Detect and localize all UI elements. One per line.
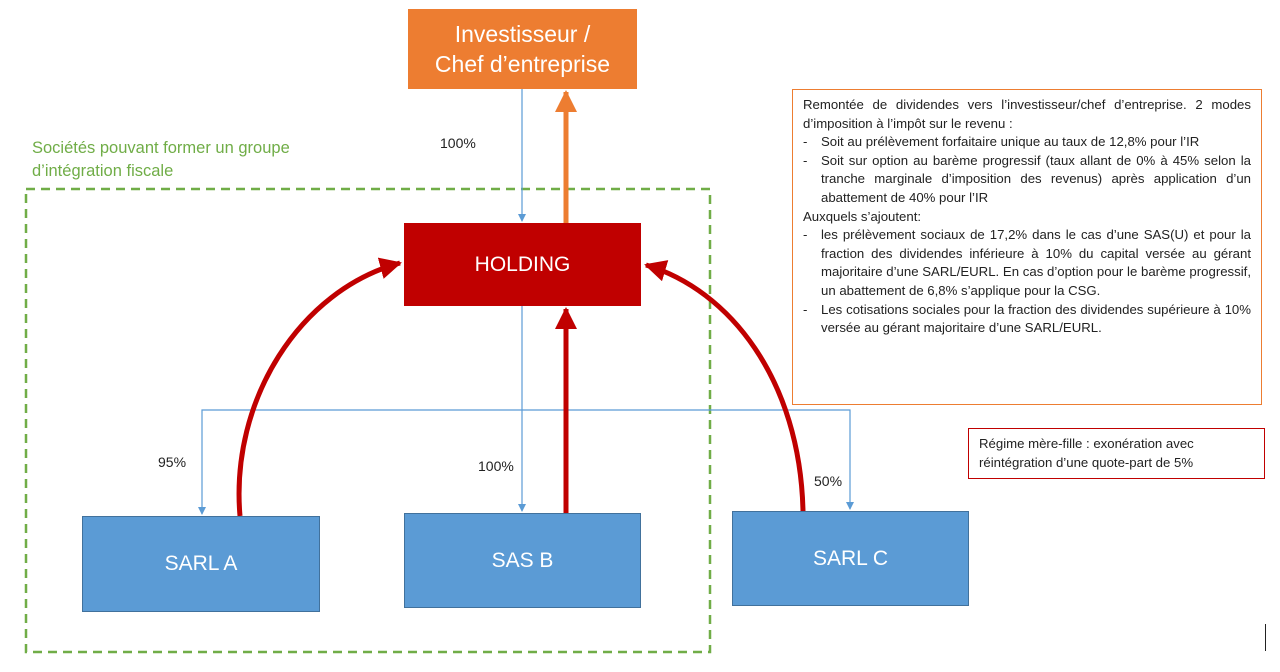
dividend-arrow-sarl-c bbox=[644, 260, 806, 512]
tax-group-label-line1: Sociétés pouvant former un groupe bbox=[32, 139, 290, 157]
info-bullet-4-text: Les cotisations sociales pour la fractio… bbox=[821, 301, 1251, 336]
dividend-arrow-sarl-a bbox=[236, 257, 402, 517]
bullet-dash: - bbox=[803, 301, 808, 317]
bullet-dash: - bbox=[803, 227, 808, 243]
bullet-dash: - bbox=[803, 134, 808, 150]
info-auxquels: Auxquels s’ajoutent: bbox=[803, 208, 922, 224]
holding-label: HOLDING bbox=[474, 252, 571, 276]
regime-line2: réintégration d’une quote-part de 5% bbox=[979, 455, 1194, 470]
tax-group-border bbox=[24, 187, 712, 654]
parent-subsidiary-regime-box: Régime mère-fille : exonération avec réi… bbox=[968, 428, 1265, 479]
sas-b-label: SAS B bbox=[491, 548, 554, 572]
pct-investor-holding: 100% bbox=[440, 135, 476, 151]
sarl-a-label: SARL A bbox=[164, 552, 238, 575]
investor-label-line1: Investisseur / bbox=[454, 21, 591, 47]
sarl-c-box: SARL C bbox=[732, 511, 969, 606]
pct-sarl-c: 50% bbox=[814, 473, 843, 489]
info-bullet-2-text: Soit sur option au barème progressif (ta… bbox=[821, 152, 1251, 205]
tax-group-label: Sociétés pouvant former un groupe d’inté… bbox=[32, 137, 332, 183]
info-bullet-1-text: Soit au prélèvement forfaitaire unique a… bbox=[821, 134, 1200, 150]
info-bullet-4: - Les cotisations sociales pour la fract… bbox=[803, 301, 1251, 338]
tax-group-label-line2: d’intégration fiscale bbox=[32, 162, 174, 180]
sarl-c-label: SARL C bbox=[812, 546, 889, 570]
pct-sarl-a: 95% bbox=[158, 454, 187, 470]
ownership-line-sarl-c bbox=[522, 409, 854, 510]
holding-box: HOLDING bbox=[404, 223, 641, 306]
info-intro: Remontée de dividendes vers l’investisse… bbox=[803, 97, 1251, 131]
investor-box: Investisseur / Chef d’entreprise bbox=[408, 9, 637, 89]
pct-sas-b: 100% bbox=[478, 458, 514, 474]
regime-line1: Régime mère-fille : exonération avec bbox=[979, 436, 1194, 451]
info-bullet-2: - Soit sur option au barème progressif (… bbox=[803, 152, 1251, 208]
info-bullet-3-text: les prélèvement sociaux de 17,2% dans le… bbox=[821, 227, 1251, 298]
sarl-a-box: SARL A bbox=[82, 516, 320, 612]
dividend-tax-info-box: Remontée de dividendes vers l’investisse… bbox=[792, 89, 1262, 405]
text-cursor bbox=[1265, 624, 1266, 651]
sas-b-box: SAS B bbox=[404, 513, 641, 608]
info-bullet-3: - les prélèvement sociaux de 17,2% dans … bbox=[803, 226, 1251, 300]
info-bullet-1: - Soit au prélèvement forfaitaire unique… bbox=[803, 133, 1251, 152]
investor-label-line2: Chef d’entreprise bbox=[434, 51, 611, 77]
ownership-line-sarl-a bbox=[198, 409, 522, 515]
bullet-dash: - bbox=[803, 152, 808, 168]
